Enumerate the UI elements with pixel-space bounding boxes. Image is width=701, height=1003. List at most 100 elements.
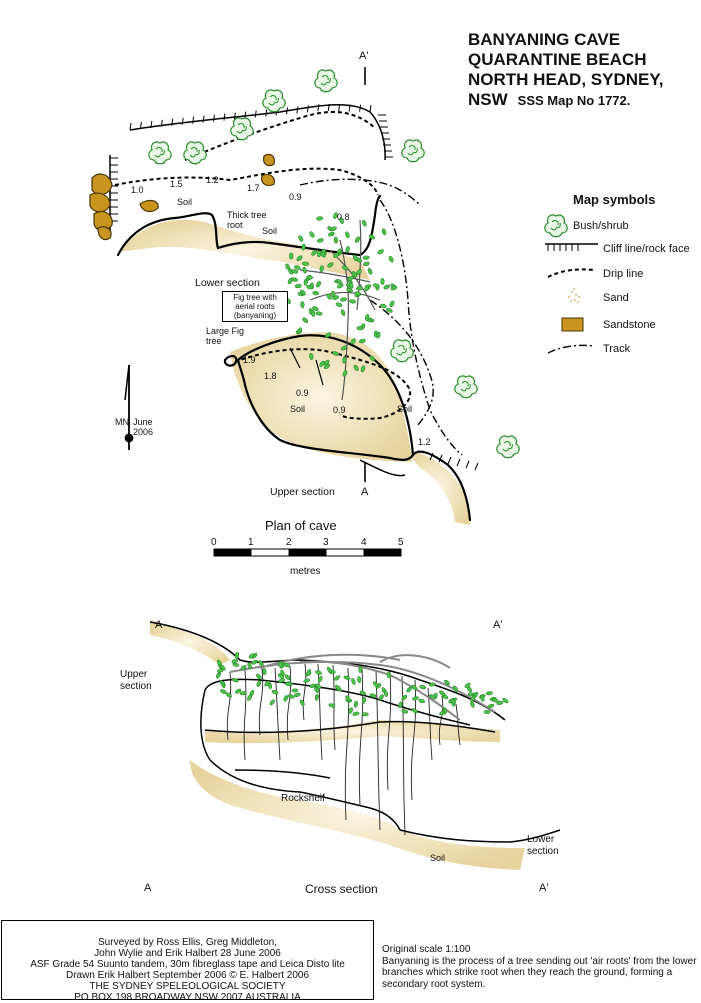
soil-label-3: Soil: [290, 404, 306, 414]
height-label: 1.7: [247, 183, 260, 193]
scale-tick: 2: [286, 537, 292, 548]
height-label: 0.8: [337, 212, 350, 222]
bush-icon: [148, 141, 172, 165]
cross-a-top: A: [155, 619, 163, 631]
height-label: 1.9: [243, 355, 256, 365]
scale-tick: 4: [361, 537, 367, 548]
drip-line-north: [184, 111, 376, 161]
plan-east-outline: [411, 450, 472, 522]
title-line-2: QUARANTINE BEACH: [468, 50, 647, 69]
legend-label-cliff: Cliff line/rock face: [603, 243, 690, 255]
height-label: 1.2: [418, 437, 431, 447]
upper-section-label: Upper section: [270, 486, 335, 498]
bush-icon: [390, 339, 414, 363]
legend-symbols: [544, 214, 598, 354]
legend-track-icon: [547, 344, 595, 354]
bush-icon: [183, 141, 207, 165]
plan-upper-outline: [236, 334, 415, 461]
boulder: [263, 153, 275, 167]
title-line-3: NORTH HEAD, SYDNEY,: [468, 70, 664, 89]
height-label: 1.2: [206, 175, 219, 185]
soil-label-1: Soil: [177, 197, 193, 207]
banyaning-note: Banyaning is the process of a tree sendi…: [382, 955, 697, 990]
legend-sand-icon: [568, 288, 580, 303]
north-date: June 2006: [133, 417, 154, 437]
fig-tree-label-box: Fig tree with aerial roots (banyaning): [222, 291, 288, 322]
scale-tick: 5: [398, 537, 404, 548]
cross-lower-ledge: [234, 769, 331, 779]
legend-label-sand: Sand: [603, 292, 629, 304]
legend-label-drip: Drip line: [603, 268, 644, 280]
original-scale: Original scale 1:100: [382, 944, 471, 955]
drip-line-upper: [114, 167, 379, 196]
bush-icon: [454, 375, 478, 399]
cross-a-prime-top: A': [493, 619, 503, 631]
credit-line: Surveyed by Ross Ellis, Greg Middleton,: [98, 937, 277, 948]
credit-line: Drawn Erik Halbert September 2006 © E. H…: [65, 970, 310, 981]
legend-title: Map symbols: [573, 192, 656, 207]
scale-tick: 1: [248, 537, 254, 548]
north-label: MN: [115, 417, 129, 427]
map-title: BANYANING CAVE QUARANTINE BEACH NORTH HE…: [468, 30, 664, 111]
height-label: 1.5: [170, 179, 183, 189]
scale-tick: 0: [211, 537, 217, 548]
track-loop: [369, 299, 434, 426]
cross-rockshelf: [299, 791, 401, 831]
scale-unit: metres: [290, 566, 321, 577]
credit-line: ASF Grade 54 Suunto tandem, 30m fibregla…: [30, 959, 345, 970]
legend-label-sandstone: Sandstone: [603, 319, 656, 331]
bush-icon: [401, 139, 425, 163]
cross-a-prime-label: A': [539, 882, 549, 894]
track-north: [299, 178, 421, 206]
section-label-a-prime: A': [359, 50, 369, 62]
bush-icon: [496, 435, 520, 459]
credit-line: John Wylie and Erik Halbert 28 June 2006: [94, 948, 281, 959]
cross-soil-label: Soil: [430, 853, 446, 863]
sand-area-beach: [405, 450, 470, 525]
cross-a-label: A: [144, 882, 152, 894]
lower-section-label: Lower section: [195, 277, 260, 289]
cross-lower-section-label: Lower section: [527, 834, 559, 857]
north-arrow: [124, 364, 134, 450]
cross-section-title: Cross section: [305, 882, 378, 896]
sand-area-upper: [230, 332, 412, 462]
cross-upper-section-label: Upper section: [120, 669, 152, 692]
legend-cliff-hatch: [547, 244, 579, 251]
plan-lower-outline: [116, 194, 382, 257]
cross-floor: [399, 829, 561, 843]
boulder: [89, 192, 111, 213]
legend-drip-icon: [547, 268, 595, 278]
cross-surface-top: [149, 621, 506, 721]
legend-bush-icon: [544, 214, 568, 238]
rockshelf-label: Rockshelf: [281, 793, 325, 804]
bush-icon: [262, 89, 286, 113]
height-label: 1.0: [131, 185, 144, 195]
boulder: [93, 210, 113, 232]
plan-title: Plan of cave: [265, 518, 337, 533]
large-fig-tree-label: Large Fig tree: [206, 326, 245, 346]
title-line-1: BANYANING CAVE: [468, 30, 621, 49]
height-label: 0.9: [289, 192, 302, 202]
boulder: [139, 199, 159, 213]
height-label: 0.9: [333, 405, 346, 415]
thick-tree-root-label: Thick tree root: [227, 210, 267, 230]
cliff-line-south: [359, 459, 406, 477]
cross-cave-back: [200, 689, 301, 793]
scale-tick: 3: [323, 537, 329, 548]
boulder: [261, 173, 275, 187]
bush-icon: [314, 69, 338, 93]
height-label: 0.9: [296, 388, 309, 398]
boulder: [97, 226, 112, 241]
credit-line: THE SYDNEY SPELEOLOGICAL SOCIETY: [89, 981, 286, 992]
credits-box: Surveyed by Ross Ellis, Greg Middleton, …: [1, 920, 374, 1003]
soil-label-2: Soil: [262, 226, 278, 236]
bush-icon: [230, 117, 254, 141]
cross-mid-ledge: [204, 720, 496, 734]
soil-label-4: Soil: [397, 404, 413, 414]
scale-bar: [213, 548, 402, 557]
map-number: SSS Map No 1772.: [517, 93, 631, 108]
cross-section-sand: [150, 620, 525, 870]
height-label: 1.8: [264, 371, 277, 381]
section-label-a: A: [361, 486, 369, 498]
